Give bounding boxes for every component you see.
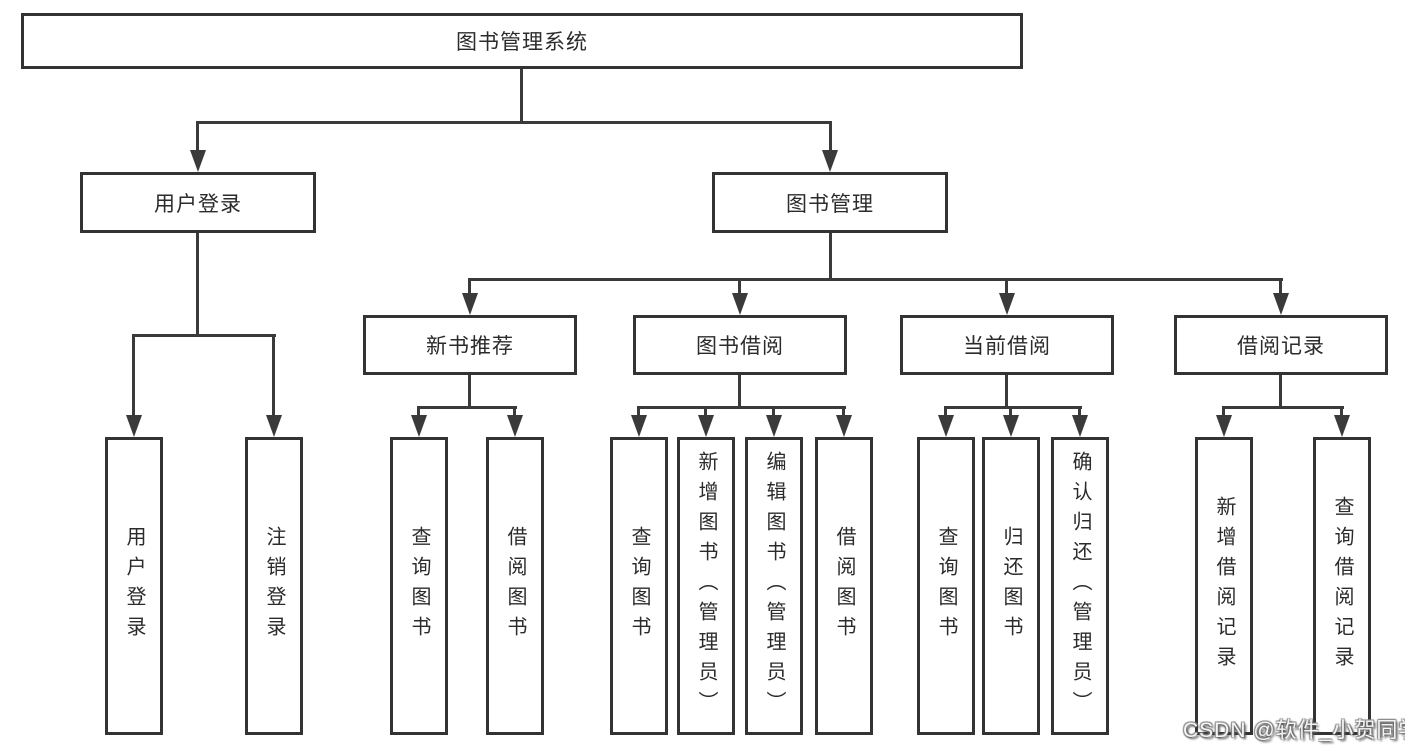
connector-line xyxy=(1005,375,1008,409)
arrow-down-icon xyxy=(1003,415,1019,437)
node-borrow-record: 借阅记录 xyxy=(1174,315,1388,375)
connector-line xyxy=(1009,406,1012,417)
node-current-borrow: 当前借阅 xyxy=(900,315,1114,375)
arrow-down-icon xyxy=(698,415,714,437)
arrow-down-icon xyxy=(1072,415,1088,437)
connector-line xyxy=(637,406,846,409)
connector-line xyxy=(196,233,199,337)
node-root: 图书管理系统 xyxy=(21,13,1023,69)
connector-line xyxy=(1222,406,1344,409)
connector-line xyxy=(468,278,1283,281)
arrow-down-icon xyxy=(266,415,282,437)
connector-line xyxy=(196,121,199,153)
arrow-down-icon xyxy=(1334,415,1350,437)
arrow-down-icon xyxy=(822,150,838,172)
connector-line xyxy=(1279,278,1282,295)
connector-line xyxy=(738,278,741,295)
node-leaf-query-borrow-record: 查询借阅记录 xyxy=(1313,437,1371,735)
connector-line xyxy=(1222,406,1225,417)
node-leaf-borrow-book-1: 借阅图书 xyxy=(486,437,544,735)
node-leaf-edit-book-admin: 编辑图书（管理员） xyxy=(745,437,803,735)
connector-line xyxy=(132,334,276,337)
arrow-down-icon xyxy=(190,150,206,172)
arrow-down-icon xyxy=(631,415,647,437)
csdn-watermark: CSDN @软件_小贺同学 xyxy=(1183,719,1405,742)
node-leaf-query-book-3: 查询图书 xyxy=(917,437,975,735)
node-leaf-query-book-2: 查询图书 xyxy=(610,437,668,735)
node-book-management: 图书管理 xyxy=(712,172,948,233)
arrow-down-icon xyxy=(1216,415,1232,437)
connector-line xyxy=(829,121,832,153)
arrow-down-icon xyxy=(732,293,748,315)
connector-line xyxy=(944,406,947,417)
node-leaf-add-borrow-record: 新增借阅记录 xyxy=(1195,437,1253,735)
connector-line xyxy=(829,233,832,281)
arrow-down-icon xyxy=(411,415,427,437)
connector-line xyxy=(417,406,517,409)
connector-line xyxy=(842,406,845,417)
arrow-down-icon xyxy=(766,415,782,437)
connector-line xyxy=(272,334,275,417)
connector-line xyxy=(772,406,775,417)
connector-line xyxy=(132,334,135,417)
arrow-down-icon xyxy=(999,293,1015,315)
connector-line xyxy=(1340,406,1343,417)
connector-line xyxy=(637,406,640,417)
connector-line xyxy=(520,69,523,124)
node-new-book-recommend: 新书推荐 xyxy=(363,315,577,375)
arrow-down-icon xyxy=(462,293,478,315)
node-leaf-user-login: 用户登录 xyxy=(105,437,163,735)
connector-line xyxy=(468,375,471,409)
connector-line xyxy=(704,406,707,417)
node-leaf-borrow-book-2: 借阅图书 xyxy=(815,437,873,735)
connector-line xyxy=(196,121,832,124)
node-leaf-return-book: 归还图书 xyxy=(982,437,1040,735)
connector-line xyxy=(738,375,741,409)
node-user-login: 用户登录 xyxy=(80,172,316,233)
arrow-down-icon xyxy=(507,415,523,437)
node-leaf-logout: 注销登录 xyxy=(245,437,303,735)
node-leaf-query-book-1: 查询图书 xyxy=(390,437,448,735)
arrow-down-icon xyxy=(938,415,954,437)
connector-line xyxy=(1078,406,1081,417)
connector-line xyxy=(417,406,420,417)
node-book-borrow: 图书借阅 xyxy=(633,315,847,375)
node-leaf-add-book-admin: 新增图书（管理员） xyxy=(677,437,735,735)
arrow-down-icon xyxy=(126,415,142,437)
arrow-down-icon xyxy=(836,415,852,437)
arrow-down-icon xyxy=(1273,293,1289,315)
connector-line xyxy=(1005,278,1008,295)
connector-line xyxy=(513,406,516,417)
connector-line xyxy=(468,278,471,295)
node-leaf-confirm-return-admin: 确认归还（管理员） xyxy=(1051,437,1109,735)
connector-line xyxy=(944,406,1082,409)
connector-line xyxy=(1279,375,1282,409)
